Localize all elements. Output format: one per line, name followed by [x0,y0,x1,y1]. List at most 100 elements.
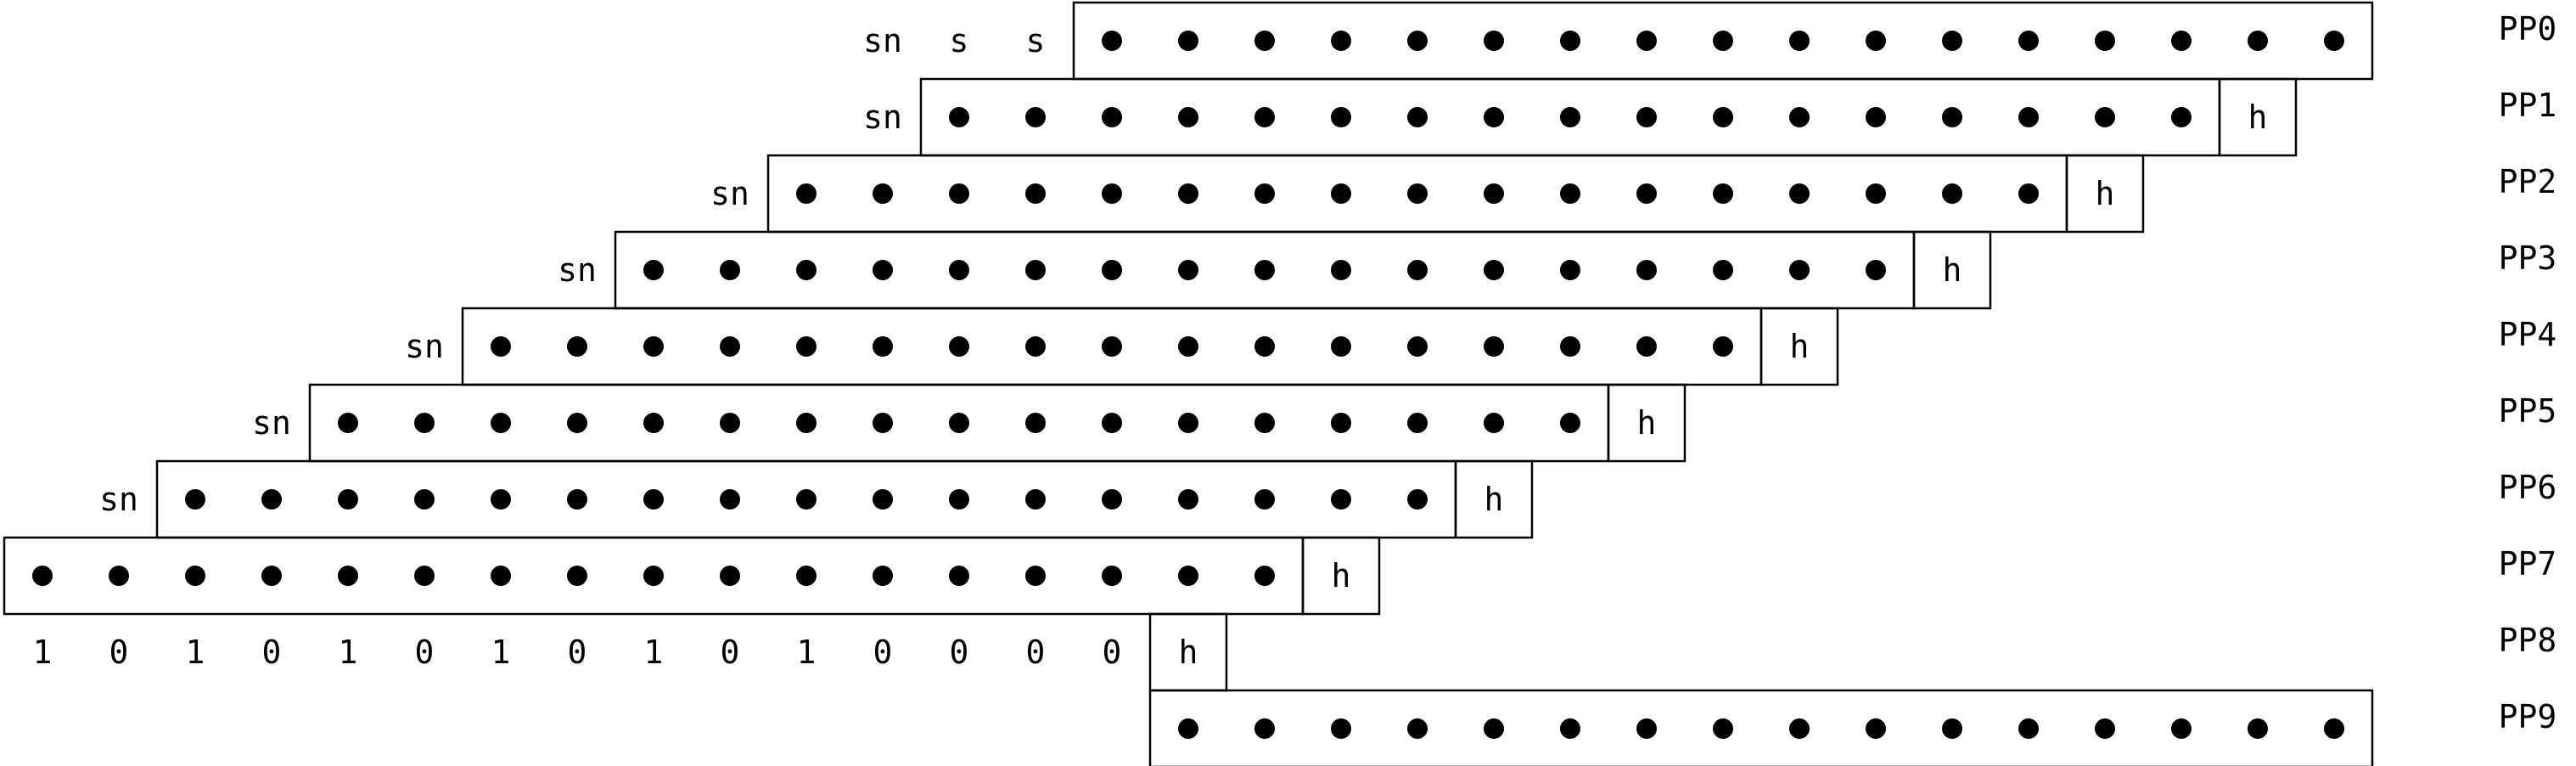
dot-pp0-c23 [1789,31,1810,51]
dot-pp2-c25 [1942,183,1962,204]
bit-pp8-c4: 1 [339,634,358,671]
dot-pp0-c25 [1942,31,1962,51]
prefix-label-pp0-1: s [950,22,969,59]
dot-pp3-c16 [1254,260,1275,280]
dot-pp0-c29 [2248,31,2268,51]
dot-pp0-c27 [2095,31,2115,51]
bit-pp8-c5: 0 [415,634,435,671]
prefix-label-pp5-0: sn [252,404,291,442]
row-label-pp0: PP0 [2499,10,2557,48]
dot-pp3-c13 [1025,260,1046,280]
dot-pp4-c17 [1331,336,1351,357]
dot-pp2-c19 [1484,183,1504,204]
dot-pp7-c5 [414,566,435,586]
dot-pp5-c19 [1484,413,1504,433]
dot-pp2-c18 [1407,183,1428,204]
dot-pp0-c24 [1866,31,1886,51]
dot-pp7-c4 [338,566,358,586]
h-label-pp1: h [2248,99,2268,136]
h-cell-box-pp6 [1454,459,1534,539]
dot-pp7-c12 [949,566,969,586]
dot-pp2-c22 [1713,183,1733,204]
row-label-pp8: PP8 [2499,622,2557,659]
bit-pp8-c6: 1 [491,634,511,671]
bit-pp8-c13: 0 [1026,634,1046,671]
dot-pp0-c15 [1178,31,1198,51]
dot-pp1-c15 [1178,107,1198,127]
dot-pp7-c13 [1025,566,1046,586]
dot-pp4-c14 [1102,336,1122,357]
h-label-pp3: h [1943,251,1962,289]
bit-pp8-c12: 0 [950,634,969,671]
dot-pp6-c7 [567,489,587,510]
dot-pp3-c12 [949,260,969,280]
dot-pp2-c12 [949,183,969,204]
dot-pp1-c27 [2095,107,2115,127]
row-label-pp2: PP2 [2499,163,2557,200]
bit-pp8-c2: 1 [186,634,205,671]
row-label-pp1: PP1 [2499,87,2557,124]
dot-pp5-c14 [1102,413,1122,433]
dot-pp1-c26 [2018,107,2039,127]
dot-pp5-c5 [414,413,435,433]
dot-pp6-c9 [720,489,740,510]
dot-pp1-c22 [1713,107,1733,127]
dot-pp1-c18 [1407,107,1428,127]
dot-pp9-c15 [1178,718,1198,739]
row-label-pp9: PP9 [2499,698,2557,735]
dot-pp0-c17 [1331,31,1351,51]
bit-pp8-c9: 0 [721,634,740,671]
dot-pp2-c24 [1866,183,1886,204]
dot-pp3-c19 [1484,260,1504,280]
dot-pp3-c11 [873,260,893,280]
dot-pp7-c9 [720,566,740,586]
dot-pp1-c24 [1866,107,1886,127]
dot-pp6-c2 [185,489,205,510]
dot-pp2-c20 [1560,183,1580,204]
dot-pp7-c15 [1178,566,1198,586]
dot-pp5-c13 [1025,413,1046,433]
dot-pp6-c11 [873,489,893,510]
dot-pp7-c3 [261,566,282,586]
dot-pp2-c15 [1178,183,1198,204]
dot-pp3-c8 [643,260,664,280]
dot-pp9-c23 [1789,718,1810,739]
dot-pp3-c14 [1102,260,1122,280]
dot-pp6-c6 [491,489,511,510]
row-label-pp3: PP3 [2499,239,2557,277]
prefix-label-pp2-0: sn [710,175,749,212]
dot-pp3-c22 [1713,260,1733,280]
dot-pp1-c16 [1254,107,1275,127]
dot-pp4-c10 [796,336,817,357]
dot-pp2-c16 [1254,183,1275,204]
h-label-pp6: h [1484,481,1504,518]
dot-pp1-c20 [1560,107,1580,127]
row-label-pp6: PP6 [2499,469,2557,506]
dot-pp6-c16 [1254,489,1275,510]
dot-pp0-c21 [1636,31,1657,51]
dot-pp5-c15 [1178,413,1198,433]
dot-pp5-c12 [949,413,969,433]
dot-pp4-c21 [1636,336,1657,357]
dot-pp9-c30 [2324,718,2344,739]
dot-pp7-c1 [109,566,129,586]
h-label-pp5: h [1637,404,1657,442]
bit-pp8-c14: 0 [1103,634,1122,671]
bit-pp8-c0: 1 [33,634,53,671]
dot-pp4-c19 [1484,336,1504,357]
dot-pp5-c7 [567,413,587,433]
dot-pp0-c16 [1254,31,1275,51]
row-label-pp7: PP7 [2499,545,2557,583]
dot-pp6-c3 [261,489,282,510]
dot-pp7-c10 [796,566,817,586]
dot-pp4-c9 [720,336,740,357]
prefix-label-pp0-0: sn [863,22,902,59]
dot-pp6-c15 [1178,489,1198,510]
dot-pp5-c4 [338,413,358,433]
dot-pp2-c17 [1331,183,1351,204]
dot-pp5-c11 [873,413,893,433]
dot-pp6-c13 [1025,489,1046,510]
dot-pp9-c22 [1713,718,1733,739]
dot-pp9-c21 [1636,718,1657,739]
